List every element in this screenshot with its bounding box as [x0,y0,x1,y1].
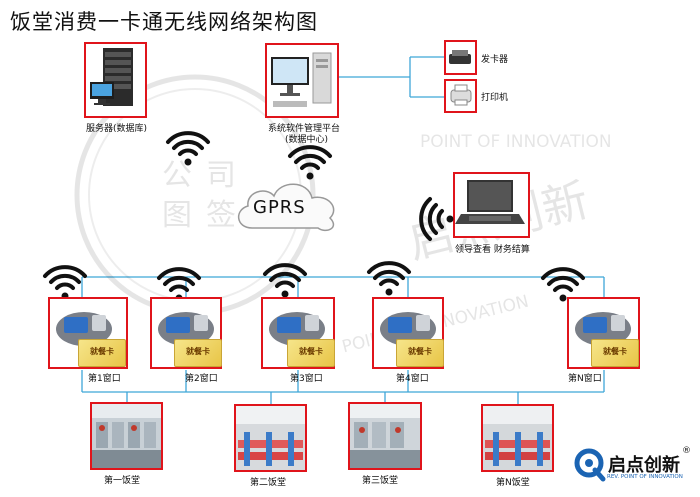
window-label-n: 第N窗口 [568,374,602,384]
printer-box [444,79,477,113]
terminal-4-box: 就餐卡 [372,297,444,369]
pos-terminal-icon [269,312,325,346]
printer-label: 打印机 [481,93,509,103]
window-label-4: 第4窗口 [396,374,429,384]
canteen-label-1: 第一饭堂 [104,476,141,486]
meal-card: 就餐卡 [174,339,222,367]
brand-logo-name: 启点创新 [608,455,680,476]
pos-terminal-icon [575,312,631,346]
server-box [84,42,147,118]
brand-logo-icon [574,448,606,482]
terminal-3-box: 就餐卡 [261,297,335,369]
terminal-n-box: 就餐卡 [567,297,640,369]
wifi-icon [166,131,210,166]
wifi-icon [263,263,307,298]
gprs-label: GPRS [253,197,306,218]
card-issuer-box [444,40,477,75]
card-issuer-label: 发卡器 [481,55,509,65]
window-label-2: 第2窗口 [185,374,218,384]
server-icon [90,48,133,106]
terminal-1-box: 就餐卡 [48,297,128,369]
meal-card: 就餐卡 [396,339,444,367]
canteen-label-2: 第二饭堂 [250,478,287,488]
canteen-2-box [234,404,307,472]
canteen-n-box [481,404,554,472]
server-label: 服务器(数据库) [86,124,148,134]
system-label-line1: 系统软件管理平台 [268,124,341,134]
watermark-company-row2: 图签 [162,198,250,233]
desktop-computer-icon [271,52,332,107]
canteen-label-3: 第三饭堂 [362,476,399,486]
printer-icon [450,84,472,106]
brand-logo-registered: ® [682,446,691,456]
system-label-line2: (数据中心) [285,135,329,145]
watermark-company-row1: 公司 [162,158,250,193]
pos-terminal-icon [380,312,436,346]
pos-terminal-icon [158,312,214,346]
leader-box [453,172,530,238]
canteen-photo-image [483,406,552,470]
laptop-icon [455,180,525,224]
meal-card: 就餐卡 [591,339,639,367]
window-label-1: 第1窗口 [88,374,121,384]
brand-logo-tagline: REV. POINT OF INNOVATION [607,474,683,480]
meal-card: 就餐卡 [287,339,335,367]
terminal-2-box: 就餐卡 [150,297,222,369]
wifi-icon [419,197,454,241]
canteen-photo-image [350,404,420,468]
window-label-3: 第3窗口 [290,374,323,384]
wifi-icon [541,267,585,302]
canteen-3-box [348,402,422,470]
wifi-icon [43,265,87,300]
wifi-icon [367,261,411,296]
wifi-icon [288,145,332,180]
watermark-tagline-top: POINT OF INNOVATION [420,132,612,152]
gprs-cloud-icon [238,183,335,232]
canteen-label-n: 第N饭堂 [496,478,530,488]
system-box [265,43,339,118]
pos-terminal-icon [56,312,112,346]
page-title: 饭堂消费一卡通无线网络架构图 [10,10,318,34]
card-reader-icon [449,50,471,64]
canteen-1-box [90,402,163,470]
canteen-photo-image [92,404,161,468]
canteen-photo-image [236,406,305,470]
leader-label: 领导查看 财务结算 [455,245,530,255]
meal-card: 就餐卡 [78,339,126,367]
